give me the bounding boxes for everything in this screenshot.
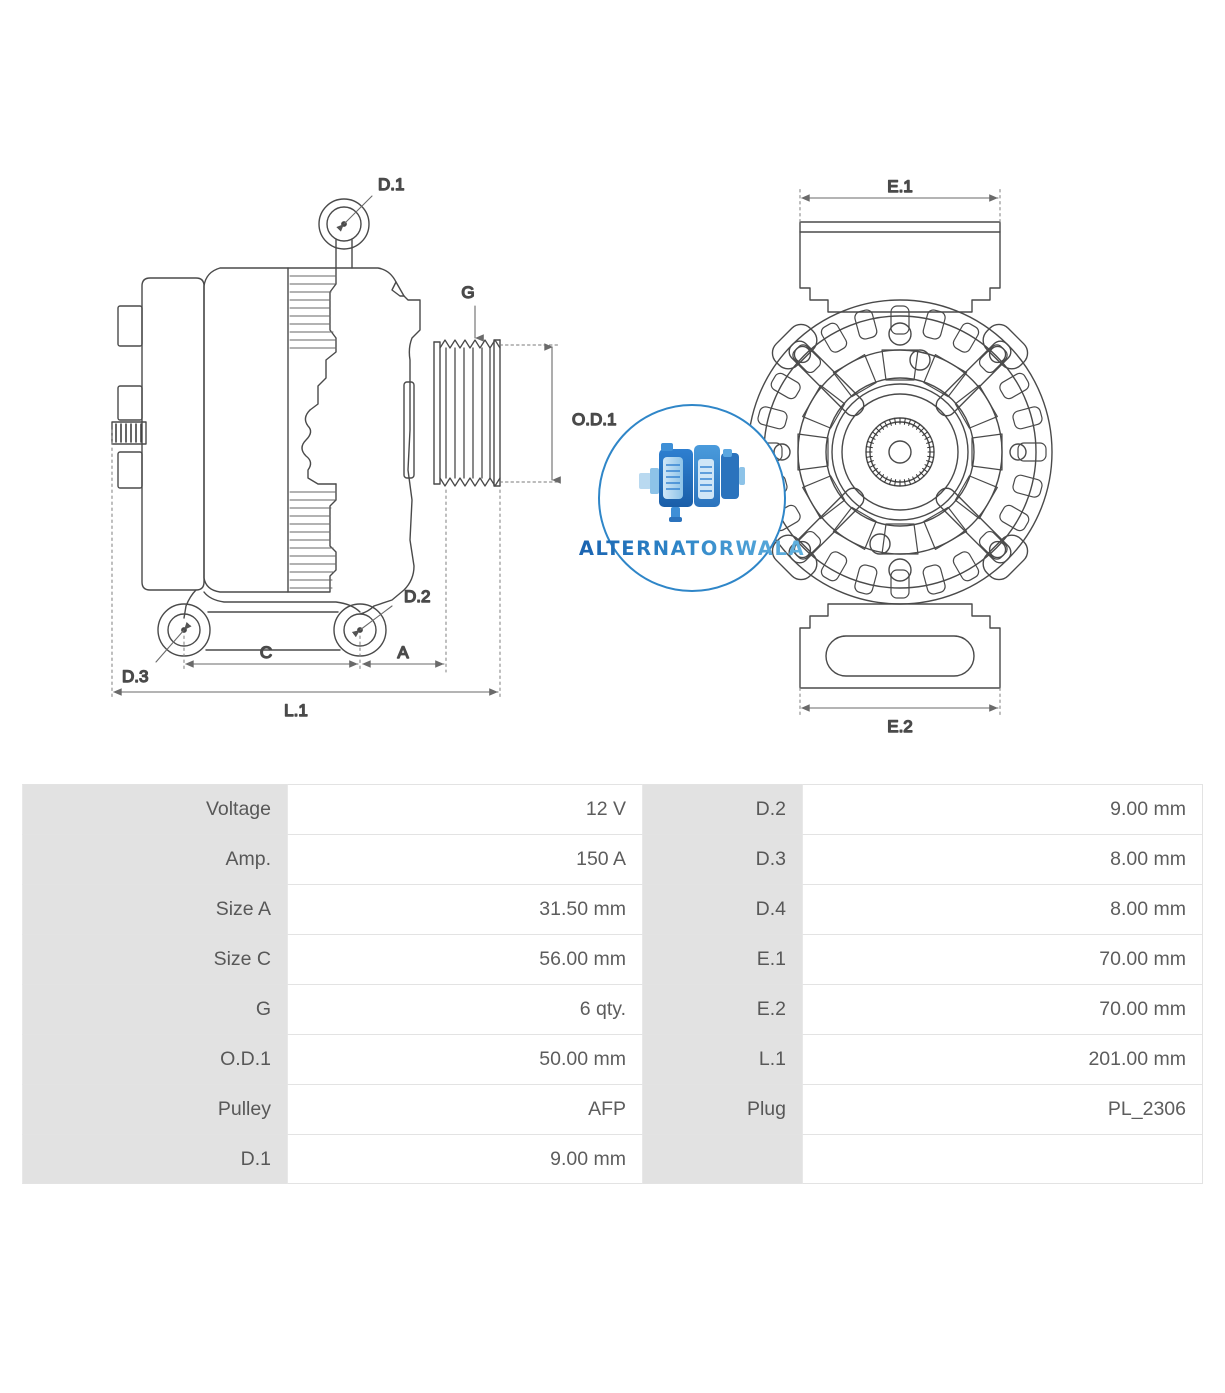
spec-label-left: Pulley [22, 1084, 287, 1134]
label-e2: E.2 [887, 717, 913, 736]
spec-value-right: PL_2306 [802, 1084, 1203, 1134]
spec-value-left: 50.00 mm [287, 1034, 642, 1084]
spec-label-right: D.3 [642, 834, 802, 884]
spec-value-right: 201.00 mm [802, 1034, 1203, 1084]
spec-value-right: 70.00 mm [802, 934, 1203, 984]
alternator-side-view-group: D.1 D.3 D.2 [111, 174, 617, 721]
spec-label-left: D.1 [22, 1134, 287, 1184]
spec-value-left: AFP [287, 1084, 642, 1134]
spec-value-left: 56.00 mm [287, 934, 642, 984]
spec-label-right: D.2 [642, 784, 802, 834]
label-a: A [397, 643, 409, 662]
spec-label-right: E.2 [642, 984, 802, 1034]
alternatorwala-watermark: ALTERNATORWALA [579, 404, 804, 592]
spec-value-left: 6 qty. [287, 984, 642, 1034]
spec-value-left: 9.00 mm [287, 1134, 642, 1184]
label-d1: D.1 [378, 175, 404, 194]
spec-label-right: L.1 [642, 1034, 802, 1084]
spec-value-left: 12 V [287, 784, 642, 834]
label-l1: L.1 [284, 701, 308, 720]
label-d2: D.2 [404, 587, 430, 606]
brand-wordmark: ALTERNATORWALA [578, 536, 806, 560]
spec-label-left: Amp. [22, 834, 287, 884]
spec-label-left: O.D.1 [22, 1034, 287, 1084]
spec-label-left: Size A [22, 884, 287, 934]
label-od1: O.D.1 [572, 410, 616, 429]
spec-value-right: 9.00 mm [802, 784, 1203, 834]
spec-label-right [642, 1134, 802, 1184]
alternator-rear-view-group: E.1 E.2 [747, 176, 1053, 737]
spec-label-left: Size C [22, 934, 287, 984]
label-d3: D.3 [122, 667, 148, 686]
spec-value-right: 8.00 mm [802, 884, 1203, 934]
spec-label-right: Plug [642, 1084, 802, 1134]
label-g: G [461, 283, 474, 302]
label-e1: E.1 [887, 177, 913, 196]
spec-label-right: D.4 [642, 884, 802, 934]
spec-value-right: 70.00 mm [802, 984, 1203, 1034]
spec-label-left: Voltage [22, 784, 287, 834]
spec-label-left: G [22, 984, 287, 1034]
technical-drawing-area: D.1 D.3 D.2 [111, 174, 1053, 737]
spec-value-right: 8.00 mm [802, 834, 1203, 884]
label-c: C [260, 643, 272, 662]
spec-label-right: E.1 [642, 934, 802, 984]
drawing-canvas: D.1 D.3 D.2 [111, 174, 1053, 737]
alternator-icon [639, 442, 745, 522]
spec-value-left: 150 A [287, 834, 642, 884]
spec-value-right [802, 1134, 1203, 1184]
spec-value-left: 31.50 mm [287, 884, 642, 934]
